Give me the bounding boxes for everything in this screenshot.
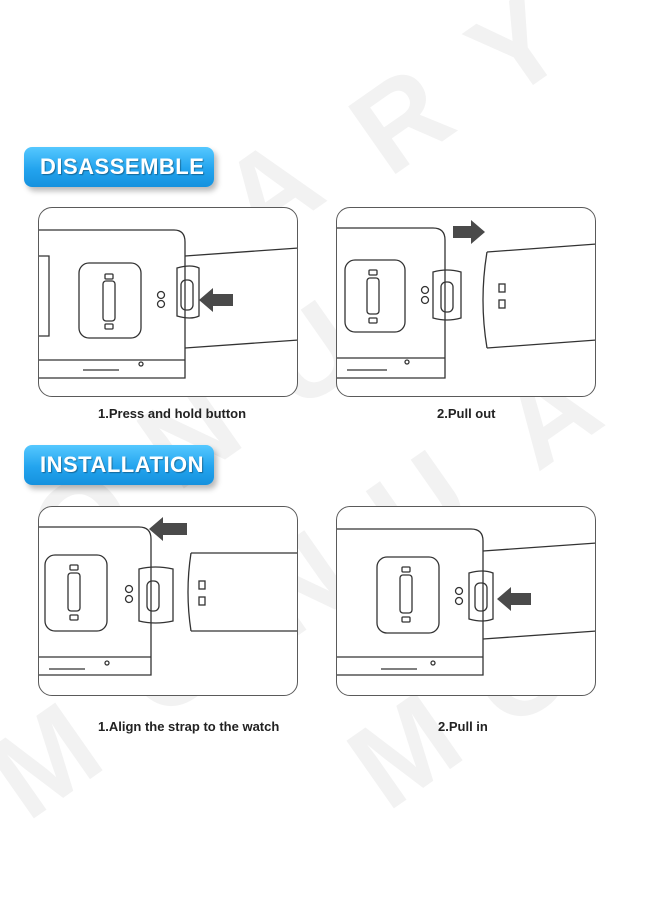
arrow-icon [149,517,187,541]
step-caption: 2.Pull in [438,719,488,734]
step-illustration-press-hold [38,207,298,397]
svg-text:R: R [327,40,475,199]
step-caption: 1.Press and hold button [98,406,247,421]
step-illustration-align-strap [38,506,298,696]
arrow-icon [199,288,233,312]
svg-text:M: M [0,677,124,844]
step-illustration-pull-out [336,207,596,397]
arrow-icon [453,220,485,244]
step-caption: 2.Pull out [437,406,496,421]
section-title-disassemble: DISASSEMBLE [24,147,214,187]
step-illustration-pull-in [336,506,596,696]
section-title-installation: INSTALLATION [24,445,214,485]
arrow-icon [497,587,531,611]
step-caption: 1.Align the strap to the watch [98,719,280,734]
svg-text:Y: Y [445,0,587,124]
